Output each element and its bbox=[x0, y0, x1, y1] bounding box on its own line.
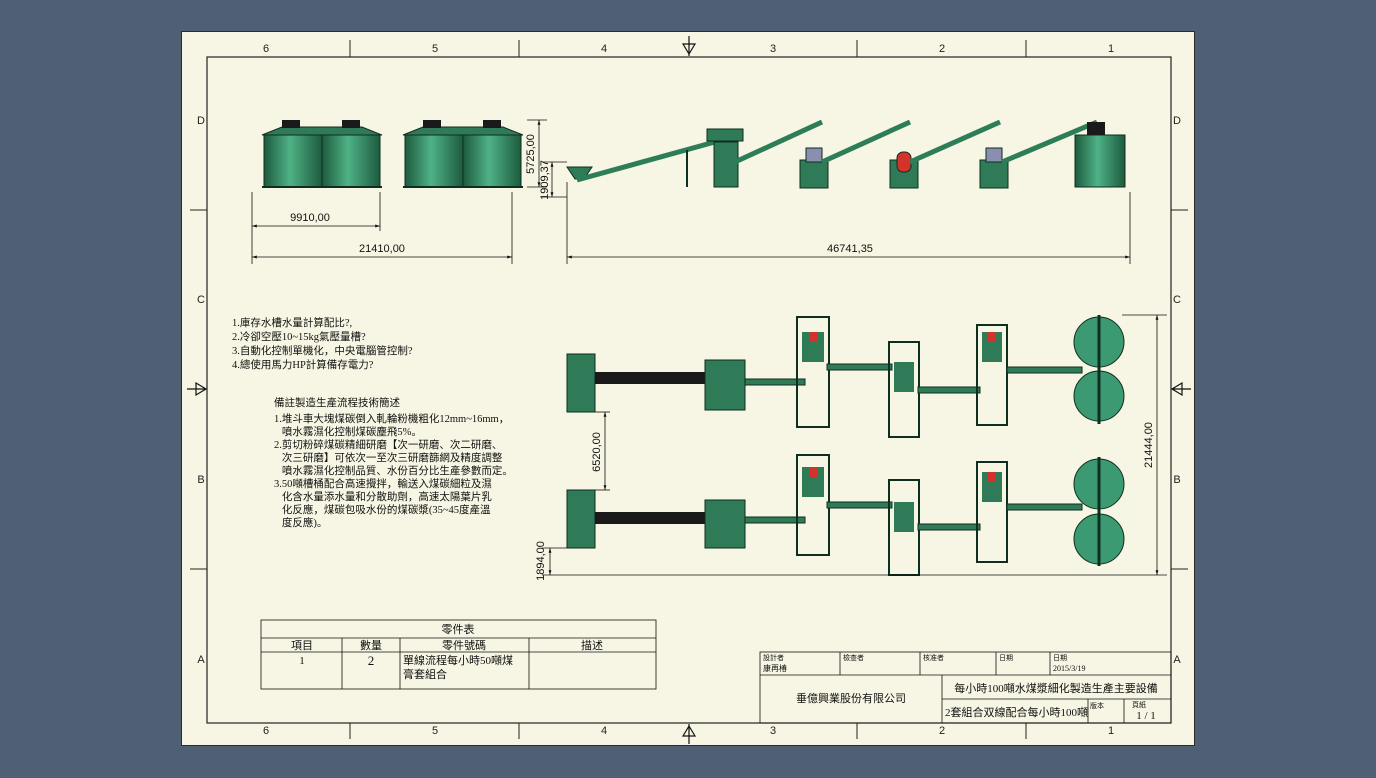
parts-header-description: 描述 bbox=[581, 638, 603, 652]
row-labels: D C B A D C B A bbox=[197, 115, 1181, 666]
col-label-top: 4 bbox=[601, 43, 607, 55]
question-item: 3.自動化控制單機化，中央電腦管控制? bbox=[232, 344, 413, 357]
process-notes: 備註製造生產流程技術簡述 1.堆斗車大塊煤碳倒入軋輪粉機粗化12mm~16mm，… bbox=[274, 396, 513, 529]
grinder-3 bbox=[979, 119, 1098, 189]
drawing-canvas: 6 5 4 3 2 1 6 5 4 3 2 1 D C B A D C B A bbox=[187, 36, 1191, 744]
date-label-2: 日期 bbox=[1053, 654, 1067, 662]
approver-label: 核准者 bbox=[923, 653, 944, 662]
row-label-right: D bbox=[1173, 115, 1181, 127]
col-label-top: 2 bbox=[939, 43, 945, 55]
col-label-bottom: 6 bbox=[263, 725, 269, 737]
row-label-right: B bbox=[1173, 474, 1180, 486]
row-label-right: A bbox=[1173, 654, 1181, 666]
dim-tank-pair-width: 9910,00 bbox=[290, 212, 330, 224]
process-notes-title: 備註製造生產流程技術簡述 bbox=[274, 396, 400, 409]
elevation-view: 9910,00 21410,00 46741,35 5725,00 1909,3… bbox=[251, 119, 1131, 264]
process-note-line: 3.50噸槽桶配合高速攪拌，輸送入煤碳細粒及濕 bbox=[274, 477, 492, 490]
process-note-line: 度反應)。 bbox=[274, 516, 327, 529]
questions-list: 1.庫存水槽水量計算配比?, 2.冷卻空壓10~15kg氣壓量槽? 3.自動化控… bbox=[232, 316, 413, 371]
dim-hopper-height: 1909,37 bbox=[539, 160, 551, 200]
process-note-line: 噴水霧濕化控制品質、水份百分比生產參數而定。 bbox=[274, 464, 513, 477]
plan-dimension-lines bbox=[542, 314, 1167, 576]
row-label-right: C bbox=[1173, 294, 1181, 306]
row-label-left: B bbox=[197, 474, 204, 486]
row-label-left: D bbox=[197, 115, 205, 127]
parts-row-qty: 2 bbox=[368, 653, 375, 668]
column-labels: 6 5 4 3 2 1 6 5 4 3 2 1 bbox=[263, 43, 1114, 737]
grinder-2 bbox=[889, 119, 1002, 189]
row-label-left: C bbox=[197, 294, 205, 306]
parts-row-part-number-2: 膏套組合 bbox=[403, 667, 447, 681]
dim-line-spacing: 6520,00 bbox=[591, 432, 603, 472]
drawing-frame bbox=[206, 56, 1172, 724]
col-label-top: 6 bbox=[263, 43, 269, 55]
question-item: 4.總使用馬力HP計算備存電力? bbox=[232, 358, 374, 371]
date-label: 日期 bbox=[999, 654, 1013, 662]
parts-row-item: 1 bbox=[299, 655, 305, 667]
dim-line-length: 46741,35 bbox=[827, 243, 873, 255]
edition-label: 版本 bbox=[1090, 701, 1104, 710]
parts-list-title: 零件表 bbox=[442, 622, 475, 636]
col-label-bottom: 3 bbox=[770, 725, 776, 737]
mixing-tank-group-1 bbox=[261, 120, 383, 188]
col-label-bottom: 4 bbox=[601, 725, 607, 737]
process-note-line: 1.堆斗車大塊煤碳倒入軋輪粉機粗化12mm~16mm， bbox=[274, 412, 509, 425]
dim-plan-offset: 1894,00 bbox=[535, 541, 547, 581]
slurry-tank bbox=[1074, 122, 1126, 188]
col-label-top: 1 bbox=[1108, 43, 1114, 55]
question-item: 2.冷卻空壓10~15kg氣壓量槽? bbox=[232, 330, 366, 343]
drawing-sheet: 6 5 4 3 2 1 6 5 4 3 2 1 D C B A D C B A bbox=[181, 31, 1195, 746]
dim-tank-group-width: 21410,00 bbox=[359, 243, 405, 255]
border-ticks bbox=[190, 40, 1188, 739]
grinder-1 bbox=[799, 119, 912, 189]
parts-header-item: 項目 bbox=[291, 639, 313, 652]
checker-label: 檢查者 bbox=[843, 653, 864, 662]
parts-row-part-number: 單線流程每小時50噸煤 bbox=[403, 653, 513, 667]
dim-plan-width: 21444,00 bbox=[1143, 422, 1155, 468]
process-note-line: 化反應，煤碳包吸水份的煤碳漿(35~45度產溫 bbox=[274, 503, 491, 516]
plan-line-2 bbox=[566, 454, 1125, 576]
process-note-line: 次三研磨】可依次一至次三研磨篩網及精度調整 bbox=[274, 451, 503, 464]
title-block: 設計者 康再椿 檢查者 核准者 日期 日期 2015/3/19 垂億興業股份有限… bbox=[759, 651, 1172, 724]
col-label-bottom: 5 bbox=[432, 725, 438, 737]
drawing-date: 2015/3/19 bbox=[1053, 664, 1085, 673]
mixing-tank-group-2 bbox=[402, 120, 524, 188]
designer-label: 設計者 bbox=[763, 653, 784, 662]
feed-hopper bbox=[566, 137, 723, 187]
process-note-line: 2.剪切粉碎煤碳精細研磨【次一研磨、次二研磨、 bbox=[274, 438, 502, 451]
drawing-title: 每小時100噸水煤漿細化製造生產主要設備 bbox=[954, 681, 1158, 695]
centering-marks bbox=[187, 36, 1191, 744]
dim-tank-height: 5725,00 bbox=[525, 134, 537, 174]
question-item: 1.庫存水槽水量計算配比?, bbox=[232, 316, 352, 329]
sheet-label: 頁紙 bbox=[1132, 700, 1146, 709]
company-name: 垂億興業股份有限公司 bbox=[796, 691, 906, 705]
designer-name: 康再椿 bbox=[763, 663, 787, 673]
parts-header-qty: 數量 bbox=[360, 639, 382, 652]
row-label-left: A bbox=[197, 654, 205, 666]
parts-header-part-number: 零件號碼 bbox=[442, 639, 486, 652]
crusher-unit bbox=[706, 119, 824, 188]
parts-list-table: 零件表 項目 數量 零件號碼 描述 1 2 單線流程每小時50噸煤 膏套組合 bbox=[260, 619, 657, 690]
col-label-top: 3 bbox=[770, 43, 776, 55]
col-label-bottom: 1 bbox=[1108, 725, 1114, 737]
sheet-number: 1 / 1 bbox=[1136, 710, 1156, 722]
process-note-line: 化含水量添水量和分散助劑，高速太陽葉片乳 bbox=[274, 490, 492, 503]
process-note-line: 噴水霧濕化控制煤碳塵飛5%。 bbox=[274, 425, 422, 438]
col-label-bottom: 2 bbox=[939, 725, 945, 737]
drawing-subtitle: 2套組合双線配合每小時100噸 bbox=[945, 705, 1088, 719]
col-label-top: 5 bbox=[432, 43, 438, 55]
elevation-dimension-lines bbox=[251, 119, 1131, 264]
plan-view: 6520,00 21444,00 1894,00 bbox=[535, 314, 1167, 581]
plan-line-1 bbox=[566, 315, 1125, 438]
